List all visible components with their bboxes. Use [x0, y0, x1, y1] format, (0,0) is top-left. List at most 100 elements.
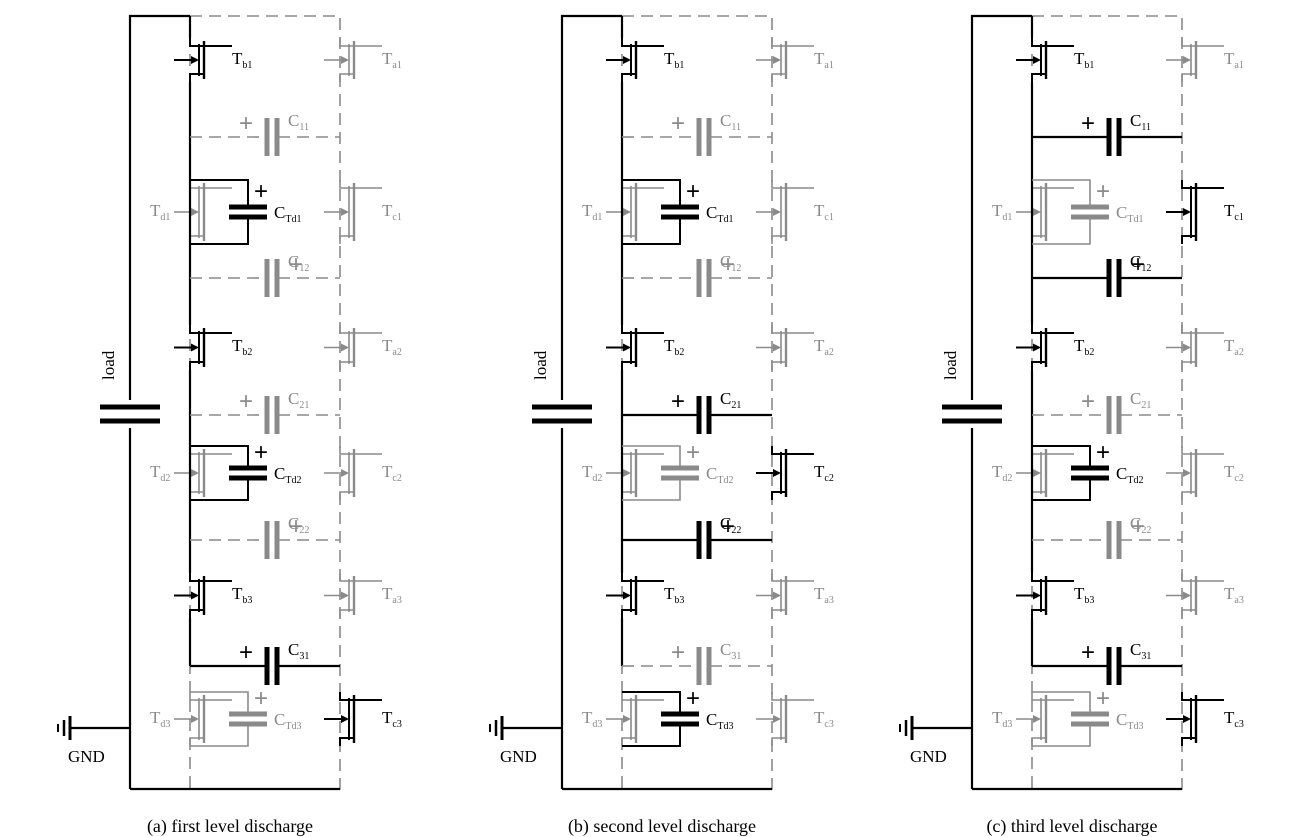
label-subscript: b1	[1084, 60, 1094, 71]
label-main: T	[992, 201, 1003, 220]
label-subscript: Td2	[285, 475, 301, 486]
load-wire	[128, 14, 190, 400]
label-main: T	[992, 462, 1003, 481]
component-label: Tb3	[232, 584, 252, 606]
label-main: T	[1224, 336, 1235, 355]
label-main: C	[274, 464, 285, 483]
source-lead	[1031, 491, 1046, 500]
source-lead	[189, 737, 204, 746]
drain-lead	[339, 38, 354, 47]
source-lead	[189, 235, 204, 244]
source-lead	[1031, 737, 1046, 746]
label-subscript: 12	[299, 263, 309, 274]
source-lead	[621, 235, 636, 244]
capacitor-c31: +C31	[622, 639, 772, 685]
gate-arrow	[191, 208, 199, 216]
label-subscript: Td1	[285, 214, 301, 225]
component-label: C12	[288, 252, 309, 274]
component-label: Td2	[582, 462, 602, 484]
plus-sign: +	[1096, 685, 1110, 712]
capacitor-lead	[190, 479, 249, 501]
capacitor-lead	[622, 218, 681, 245]
gate-arrow	[773, 715, 781, 723]
drain-lead	[1181, 38, 1196, 47]
drain-lead	[1181, 692, 1196, 701]
component-label: Tc1	[382, 201, 402, 223]
label-subscript: b3	[674, 595, 684, 606]
drain-lead	[189, 325, 204, 334]
label-main: T	[992, 708, 1003, 727]
label-main: T	[1224, 201, 1235, 220]
label-main: T	[814, 49, 825, 68]
gate-arrow	[1183, 469, 1191, 477]
capacitor-c22: +C22	[622, 513, 772, 559]
capacitor-ctd1: +CTd1	[1032, 178, 1143, 245]
capacitor-lead	[1032, 479, 1091, 501]
source-lead	[339, 235, 354, 244]
label-main: T	[150, 462, 161, 481]
label-subscript: a1	[392, 60, 401, 71]
label-main: C	[1130, 389, 1141, 408]
source-lead	[1031, 609, 1046, 618]
component-label: Td1	[992, 201, 1012, 223]
component-label: Tc2	[382, 462, 402, 484]
label-main: C	[720, 514, 731, 533]
drain-lead	[339, 325, 354, 334]
plus-sign: +	[239, 110, 253, 137]
label-main: T	[382, 584, 393, 603]
label-subscript: c1	[1234, 212, 1243, 223]
label-main: T	[232, 584, 243, 603]
component-label: Tc3	[1224, 708, 1244, 730]
capacitor-c12: +C12	[622, 251, 772, 297]
label-main: C	[706, 203, 717, 222]
plus-sign: +	[254, 439, 268, 466]
plus-sign: +	[239, 388, 253, 415]
component-label: Ta1	[814, 49, 834, 71]
source-lead	[189, 361, 204, 370]
component-label: C22	[288, 514, 309, 536]
drain-lead	[621, 692, 636, 701]
transistor-tc1	[324, 180, 382, 244]
label-main: C	[274, 203, 285, 222]
component-label: Td1	[150, 201, 170, 223]
source-lead	[771, 609, 786, 618]
label-subscript: Td1	[717, 214, 733, 225]
transistor-ta1	[1166, 38, 1224, 82]
capacitor-ctd2: +CTd2	[622, 439, 733, 501]
drain-lead	[339, 446, 354, 455]
source-lead	[1181, 737, 1196, 746]
drain-lead	[771, 446, 786, 455]
gate-arrow	[1033, 469, 1041, 477]
label-main: C	[274, 710, 285, 729]
load-wire	[970, 14, 1032, 400]
capacitor-c21: +C21	[190, 388, 340, 434]
load-label: load	[99, 350, 118, 380]
drain-lead	[189, 573, 204, 582]
plus-sign: +	[254, 685, 268, 712]
transistor-td2	[1016, 446, 1074, 500]
label-subscript: b2	[242, 347, 252, 358]
capacitor-ctd3: +CTd3	[1032, 685, 1143, 747]
transistor-tb2	[606, 325, 664, 370]
gate-arrow	[773, 56, 781, 64]
capacitor-lead	[190, 179, 249, 206]
plus-sign: +	[686, 685, 700, 712]
gate-arrow	[1183, 343, 1191, 352]
capacitor-lead	[190, 725, 249, 747]
plus-sign: +	[1096, 439, 1110, 466]
label-main: T	[232, 49, 243, 68]
plus-sign: +	[1131, 513, 1145, 540]
plus-sign: +	[289, 251, 303, 278]
component-label: Ta3	[382, 584, 402, 606]
source-lead	[1031, 73, 1046, 82]
capacitor-c21: +C21	[622, 388, 772, 434]
gate-arrow	[1183, 591, 1191, 600]
transistor-tc2	[756, 446, 814, 500]
gate-arrow	[773, 343, 781, 352]
label-main: C	[706, 464, 717, 483]
capacitor-lead	[1032, 445, 1091, 467]
drain-lead	[189, 692, 204, 701]
capacitor-ctd1: +CTd1	[622, 178, 733, 245]
